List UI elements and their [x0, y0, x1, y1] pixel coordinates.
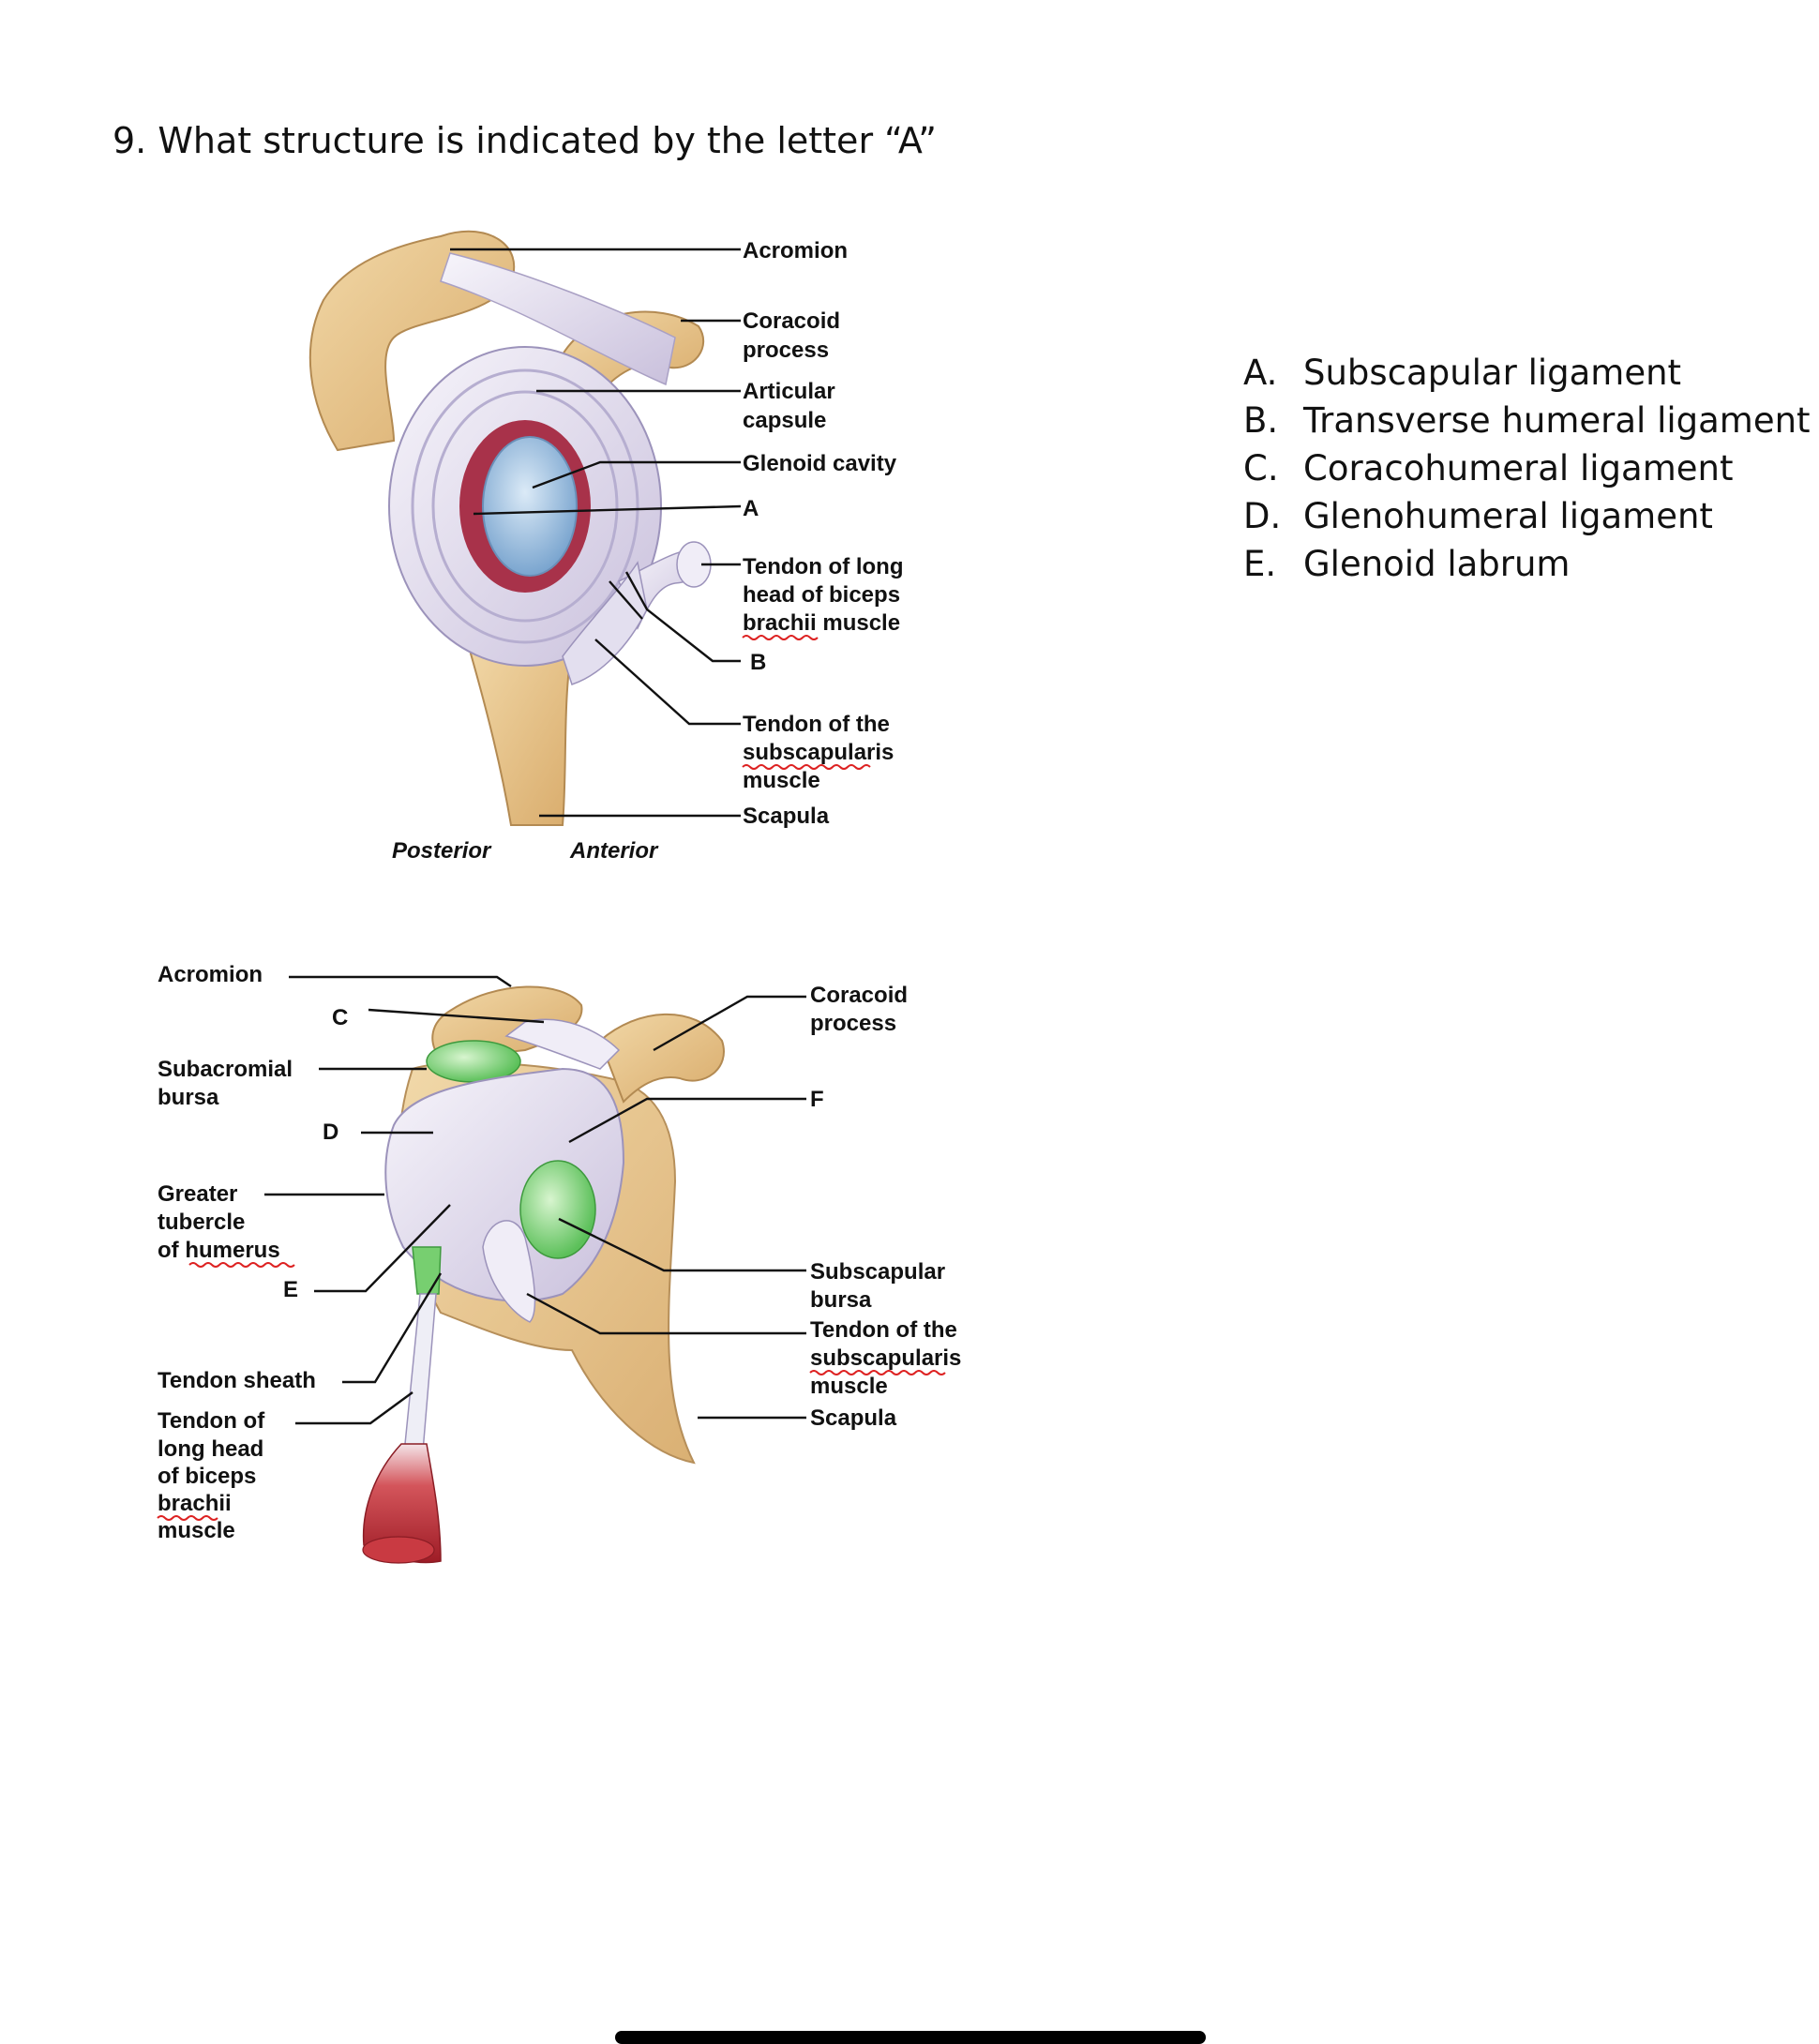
label-greater-tubercle-line2: tubercle: [158, 1210, 245, 1235]
label-scapula: Scapula: [743, 804, 830, 829]
label-biceps-tendon: Tendon of long: [743, 554, 904, 579]
top-figure-labels: Acromion Coracoid process Articular caps…: [392, 238, 904, 864]
answer-choices: A.Subscapular ligament B.Transverse hume…: [1243, 349, 1811, 588]
home-indicator-bar[interactable]: [615, 2031, 1206, 2044]
label-coracoid-process-bottom: Coracoid: [810, 983, 908, 1008]
label-letter-e: E: [283, 1277, 298, 1302]
bottom-figure-labels: Acromion C Coracoid process Subacromial …: [157, 962, 961, 1543]
label-coracoid-process-bottom-line2: process: [810, 1011, 896, 1036]
label-anterior: Anterior: [569, 838, 659, 864]
label-subscapularis-tendon-line3: muscle: [743, 768, 820, 793]
label-articular-capsule: Articular: [743, 379, 835, 404]
label-scapula-bottom: Scapula: [810, 1405, 897, 1431]
label-biceps-tendon-bottom-line2: long head: [158, 1436, 263, 1462]
label-acromion: Acromion: [743, 238, 848, 263]
label-coracoid-process-line2: process: [743, 338, 829, 363]
label-posterior: Posterior: [392, 838, 492, 864]
question-text: 9. What structure is indicated by the le…: [113, 120, 937, 161]
answer-option-d[interactable]: D.Glenohumeral ligament: [1243, 496, 1713, 536]
label-biceps-tendon-line3: brachii muscle: [743, 610, 900, 636]
label-subscapular-bursa-line2: bursa: [810, 1287, 872, 1313]
label-subscapularis-tendon: Tendon of the: [743, 712, 890, 737]
label-biceps-tendon-line2: head of biceps: [743, 582, 900, 608]
label-subscapularis-tendon-bottom-line3: muscle: [810, 1374, 888, 1399]
label-subacromial-bursa-line2: bursa: [158, 1085, 219, 1110]
label-letter-b: B: [750, 650, 766, 675]
label-letter-a: A: [743, 496, 759, 521]
label-letter-d: D: [323, 1120, 338, 1145]
label-glenoid-cavity: Glenoid cavity: [743, 451, 897, 476]
answer-option-e[interactable]: E.Glenoid labrum: [1243, 544, 1571, 584]
label-coracoid-process: Coracoid: [743, 308, 840, 334]
label-subscapularis-tendon-line2: subscapularis: [743, 740, 894, 765]
bottom-figure-leaders: [264, 975, 806, 1425]
label-letter-f: F: [810, 1087, 824, 1112]
label-acromion-bottom: Acromion: [158, 962, 263, 987]
label-letter-c: C: [332, 1005, 348, 1030]
top-figure-leaders: [450, 248, 742, 818]
label-biceps-tendon-bottom-line4: brachii: [158, 1491, 232, 1516]
answer-option-c[interactable]: C.Coracohumeral ligament: [1243, 448, 1734, 488]
label-subscapularis-tendon-bottom-line2: subscapularis: [810, 1345, 961, 1371]
label-tendon-sheath: Tendon sheath: [158, 1368, 316, 1393]
answer-option-b[interactable]: B.Transverse humeral ligament: [1243, 400, 1811, 441]
label-biceps-tendon-bottom-line3: of biceps: [158, 1464, 256, 1489]
label-greater-tubercle: Greater: [158, 1181, 237, 1207]
label-biceps-tendon-bottom: Tendon of: [158, 1408, 265, 1434]
label-greater-tubercle-line3: of humerus: [158, 1238, 280, 1263]
bottom-figure-illustration: [362, 985, 725, 1564]
label-subscapular-bursa: Subscapular: [810, 1259, 945, 1285]
answer-option-a[interactable]: A.Subscapular ligament: [1243, 353, 1682, 393]
label-articular-capsule-line2: capsule: [743, 408, 826, 433]
top-figure-illustration: [308, 230, 712, 826]
label-subscapularis-tendon-bottom: Tendon of the: [810, 1317, 957, 1343]
label-subacromial-bursa: Subacromial: [158, 1057, 293, 1082]
label-biceps-tendon-bottom-line5: muscle: [158, 1518, 235, 1543]
